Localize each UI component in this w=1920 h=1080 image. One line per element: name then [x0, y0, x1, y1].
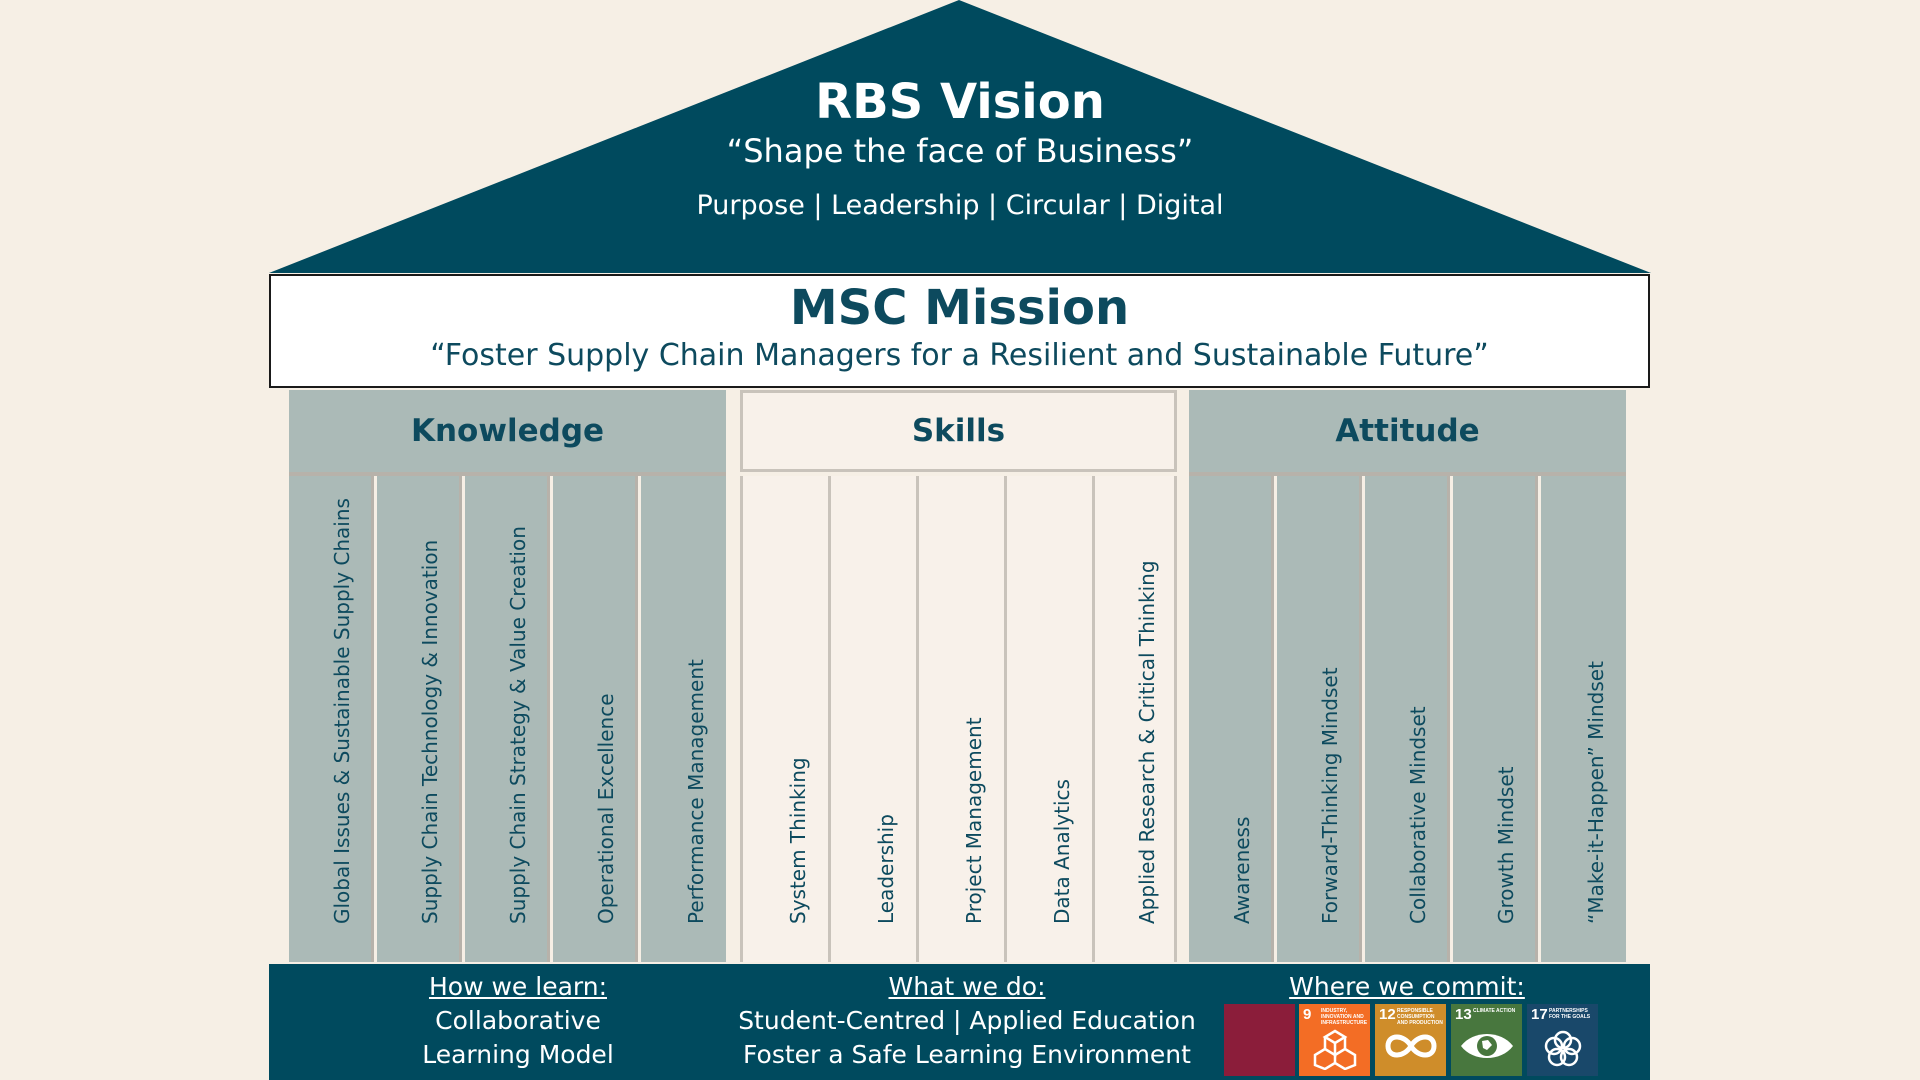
- flower-icon: [1527, 1028, 1598, 1075]
- column-label: Performance Management: [683, 659, 708, 924]
- pillar-title: Knowledge: [289, 390, 726, 472]
- pillar-title: Skills: [740, 390, 1177, 472]
- mission-title: MSC Mission: [789, 280, 1130, 336]
- column-label: Project Management: [961, 717, 986, 924]
- vision-title: RBS Vision: [815, 74, 1105, 130]
- pillar-column: Growth Mindset: [1453, 476, 1538, 962]
- pillar-title: Attitude: [1189, 390, 1626, 472]
- learn-line: Learning Model: [422, 1040, 614, 1069]
- learn-line: Collaborative: [435, 1006, 601, 1035]
- sdg-tile: [1224, 1004, 1295, 1076]
- column-label: Global Issues & Sustainable Supply Chain…: [330, 498, 354, 924]
- pillar-column: Global Issues & Sustainable Supply Chain…: [289, 476, 374, 962]
- column-label: Data Analytics: [1049, 779, 1074, 924]
- learn-heading: How we learn:: [428, 972, 607, 1001]
- sdg-label: CLIMATE ACTION: [1473, 1008, 1516, 1014]
- column-label: Awareness: [1230, 816, 1254, 924]
- divider: [1189, 472, 1626, 476]
- do-block: What we do: Student-Centred | Applied Ed…: [717, 970, 1217, 1072]
- column-label: Leadership: [873, 814, 898, 924]
- pillar-column: Data Analytics: [1004, 476, 1092, 962]
- sdg-label: RESPONSIBLE CONSUMPTION AND PRODUCTION: [1397, 1008, 1443, 1026]
- column-label: Growth Mindset: [1494, 766, 1518, 925]
- vision-tagline: “Shape the face of Business”: [726, 132, 1194, 170]
- pillar-column: Supply Chain Strategy & Value Creation: [465, 476, 550, 962]
- column-label: Supply Chain Strategy & Value Creation: [506, 526, 530, 924]
- sdg-number: 13: [1455, 1006, 1472, 1023]
- pillar-column: Performance Management: [641, 476, 726, 962]
- pillar-column: Supply Chain Technology & Innovation: [377, 476, 462, 962]
- sdg-label: PARTNERSHIPS FOR THE GOALS: [1549, 1008, 1591, 1020]
- mission-beam: MSC Mission “Foster Supply Chain Manager…: [269, 274, 1650, 388]
- sdg-number: 9: [1303, 1006, 1312, 1023]
- vision-values: Purpose | Leadership | Circular | Digita…: [696, 190, 1224, 221]
- sdg-label: INDUSTRY, INNOVATION AND INFRASTRUCTURE: [1321, 1008, 1368, 1026]
- column-label: Collaborative Mindset: [1406, 706, 1430, 924]
- pillar-column: System Thinking: [740, 476, 828, 962]
- column-label: “Make-it-Happen” Mindset: [1583, 661, 1608, 924]
- pillar-skills: Skills System Thinking Leadership Projec…: [740, 390, 1177, 962]
- infinity-icon: [1375, 1028, 1446, 1069]
- pillar-column: Awareness: [1189, 476, 1274, 962]
- vision-roof: [269, 0, 1651, 273]
- pillar-knowledge: Knowledge Global Issues & Sustainable Su…: [289, 390, 726, 962]
- sdg-tile-12: 12 RESPONSIBLE CONSUMPTION AND PRODUCTIO…: [1375, 1004, 1446, 1076]
- column-label: Supply Chain Technology & Innovation: [418, 539, 442, 924]
- column-label: Operational Excellence: [594, 693, 618, 924]
- pillar-column: Forward-Thinking Mindset: [1277, 476, 1362, 962]
- divider: [289, 472, 726, 476]
- sdg-tile-9: 9 INDUSTRY, INNOVATION AND INFRASTRUCTUR…: [1299, 1004, 1370, 1076]
- commit-heading: Where we commit:: [1289, 972, 1525, 1001]
- sdg-number: 12: [1379, 1006, 1396, 1023]
- pillar-attitude: Attitude Awareness Forward-Thinking Mind…: [1189, 390, 1626, 962]
- pillar-column: “Make-it-Happen” Mindset: [1541, 476, 1626, 962]
- pillar-column: Operational Excellence: [553, 476, 638, 962]
- do-heading: What we do:: [888, 972, 1046, 1001]
- eye-globe-icon: [1451, 1028, 1522, 1069]
- do-line: Foster a Safe Learning Environment: [743, 1040, 1191, 1069]
- mission-statement: “Foster Supply Chain Managers for a Resi…: [430, 338, 1489, 373]
- cubes-icon: [1299, 1028, 1370, 1075]
- pillar-column: Project Management: [916, 476, 1004, 962]
- column-label: System Thinking: [785, 757, 810, 924]
- pillar-column: Applied Research & Critical Thinking: [1092, 476, 1177, 962]
- column-label: Applied Research & Critical Thinking: [1134, 560, 1159, 924]
- learn-block: How we learn: Collaborative Learning Mod…: [368, 970, 668, 1072]
- sdg-number: 17: [1531, 1006, 1548, 1023]
- pillar-column: Leadership: [828, 476, 916, 962]
- pillar-column: Collaborative Mindset: [1365, 476, 1450, 962]
- sdg-tile-13: 13 CLIMATE ACTION: [1451, 1004, 1522, 1076]
- do-line: Student-Centred | Applied Education: [738, 1006, 1196, 1035]
- column-label: Forward-Thinking Mindset: [1318, 667, 1342, 924]
- commit-block: Where we commit:: [1257, 970, 1557, 1004]
- sdg-tile-17: 17 PARTNERSHIPS FOR THE GOALS: [1527, 1004, 1598, 1076]
